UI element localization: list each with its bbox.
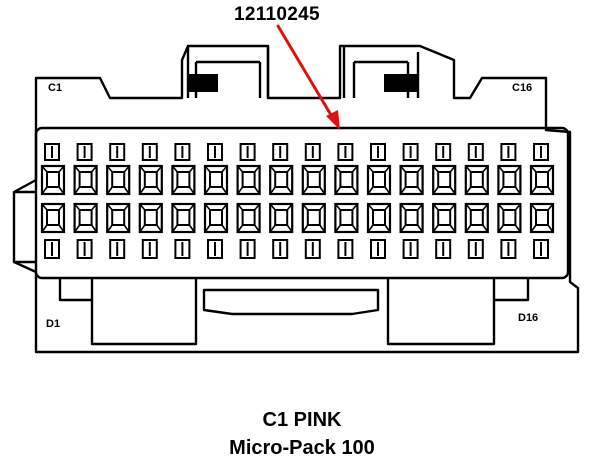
- pin-terminal-d: [464, 202, 489, 234]
- arrow-pointer: [276, 24, 340, 130]
- pin-grid: [40, 143, 555, 259]
- label-d16: D16: [518, 312, 539, 324]
- pin-slot-top: [44, 143, 60, 161]
- pin-terminal-c: [301, 164, 326, 196]
- pin-slot-bottom: [174, 239, 191, 259]
- pin-slot-top: [533, 143, 549, 161]
- pin-terminal-d: [366, 202, 392, 234]
- pin-slot-top: [370, 143, 386, 161]
- pin-slot-bottom: [402, 239, 419, 259]
- pin-slot-bottom: [500, 239, 517, 259]
- pin-slot-bottom: [337, 239, 354, 259]
- pin-terminal-d: [529, 202, 555, 234]
- pin-terminal-d: [497, 202, 522, 234]
- connector-housing-outline: [12, 44, 580, 354]
- pin-slot-top: [272, 143, 289, 161]
- pin-terminal-c: [366, 164, 392, 196]
- pin-terminal-c: [399, 164, 424, 196]
- pin-slot-bottom: [76, 239, 93, 259]
- pin-cavity-frame: [34, 126, 570, 280]
- pin-slot-top: [207, 143, 223, 161]
- label-c16: C16: [512, 82, 533, 94]
- left-latch: [186, 46, 270, 98]
- pin-terminal-c: [497, 164, 522, 196]
- pin-slot-bottom: [141, 239, 158, 259]
- pin-terminal-c: [236, 164, 261, 196]
- pin-terminal-d: [203, 202, 229, 234]
- pin-slot-top: [109, 143, 126, 161]
- pin-slot-bottom: [239, 239, 256, 259]
- pin-terminal-d: [334, 202, 359, 234]
- pin-terminal-c: [73, 164, 98, 196]
- pin-terminal-d: [269, 202, 294, 234]
- pin-slot-bottom: [435, 239, 452, 259]
- pin-slot-top: [435, 143, 452, 161]
- pin-terminal-d: [171, 202, 196, 234]
- pin-terminal-d: [432, 202, 457, 234]
- part-number: 12110245: [234, 4, 320, 25]
- pin-terminal-d: [138, 202, 163, 234]
- label-c1: C1: [48, 82, 63, 94]
- pin-terminal-c: [138, 164, 163, 196]
- pin-terminal-d: [40, 202, 66, 234]
- pin-terminal-c: [203, 164, 229, 196]
- label-d1: D1: [46, 318, 61, 330]
- pin-terminal-d: [399, 202, 424, 234]
- pin-slot-top: [402, 143, 419, 161]
- pin-slot-top: [500, 143, 517, 161]
- pin-slot-bottom: [533, 239, 549, 259]
- pin-slot-bottom: [44, 239, 60, 259]
- pin-terminal-c: [40, 164, 66, 196]
- right-latch-bar: [384, 74, 418, 92]
- pin-slot-bottom: [109, 239, 126, 259]
- caption-connector-color: C1 PINK: [262, 409, 342, 431]
- pin-terminal-c: [269, 164, 294, 196]
- pin-slot-top: [337, 143, 354, 161]
- pin-terminal-d: [73, 202, 98, 234]
- pin-terminal-c: [334, 164, 359, 196]
- pin-slot-bottom: [304, 239, 321, 259]
- pin-terminal-c: [529, 164, 555, 196]
- pin-terminal-c: [464, 164, 489, 196]
- center-slot: [202, 288, 380, 316]
- bottom-right-foot: [386, 278, 496, 346]
- pin-slot-bottom: [207, 239, 223, 259]
- pin-slot-top: [76, 143, 93, 161]
- pin-terminal-d: [106, 202, 131, 234]
- pin-slot-top: [239, 143, 256, 161]
- pin-terminal-c: [106, 164, 131, 196]
- pin-terminal-c: [432, 164, 457, 196]
- left-latch-bar: [188, 74, 218, 92]
- pin-slot-bottom: [370, 239, 386, 259]
- bottom-left-foot: [90, 278, 198, 346]
- pin-slot-top: [174, 143, 191, 161]
- pin-terminal-d: [301, 202, 326, 234]
- pin-terminal-d: [236, 202, 261, 234]
- pin-slot-bottom: [272, 239, 289, 259]
- caption-connector-type: Micro-Pack 100: [229, 437, 375, 459]
- pin-slot-top: [467, 143, 484, 161]
- pin-slot-bottom: [467, 239, 484, 259]
- pin-terminal-c: [171, 164, 196, 196]
- pin-slot-top: [141, 143, 158, 161]
- pin-slot-top: [304, 143, 321, 161]
